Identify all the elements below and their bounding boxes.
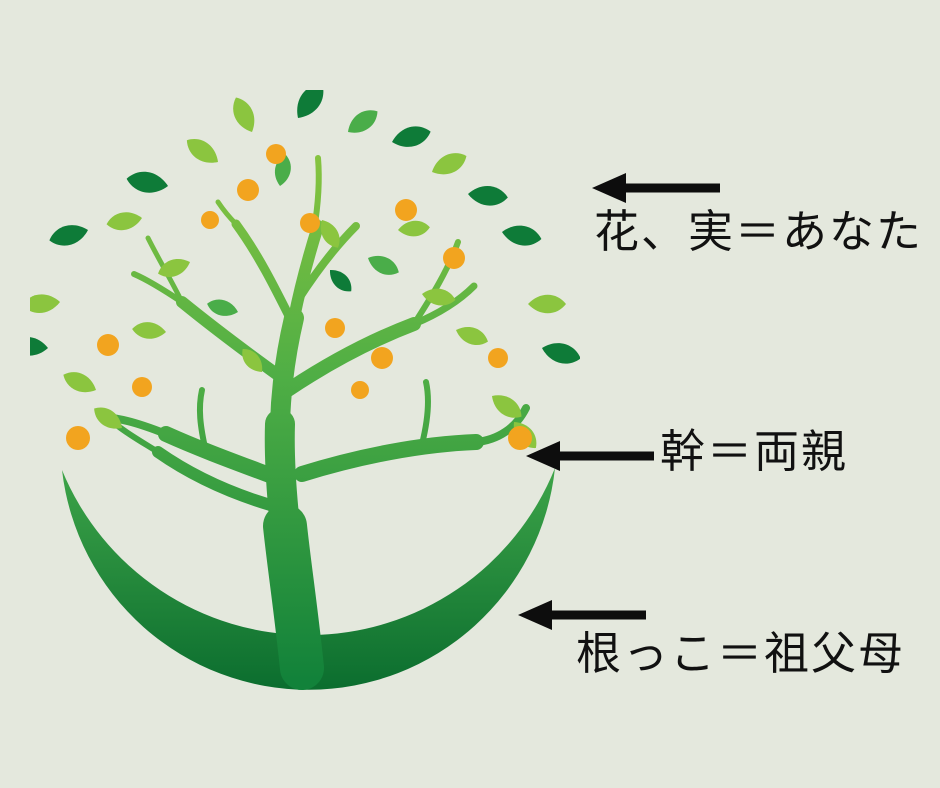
family-tree-illustration: [30, 90, 580, 690]
label-flowers-fruit: 花、実＝あなた: [594, 207, 924, 257]
tree-trunk-branches: [108, 155, 530, 690]
arrow-flowers-fruit: [592, 173, 720, 203]
label-trunk: 幹＝両親: [660, 427, 849, 477]
tree-fruits: [66, 144, 532, 450]
tree-roots-crescent: [62, 468, 555, 690]
arrow-roots: [518, 600, 646, 630]
label-roots: 根っこ＝祖父母: [576, 629, 906, 679]
arrow-trunk: [526, 441, 654, 471]
